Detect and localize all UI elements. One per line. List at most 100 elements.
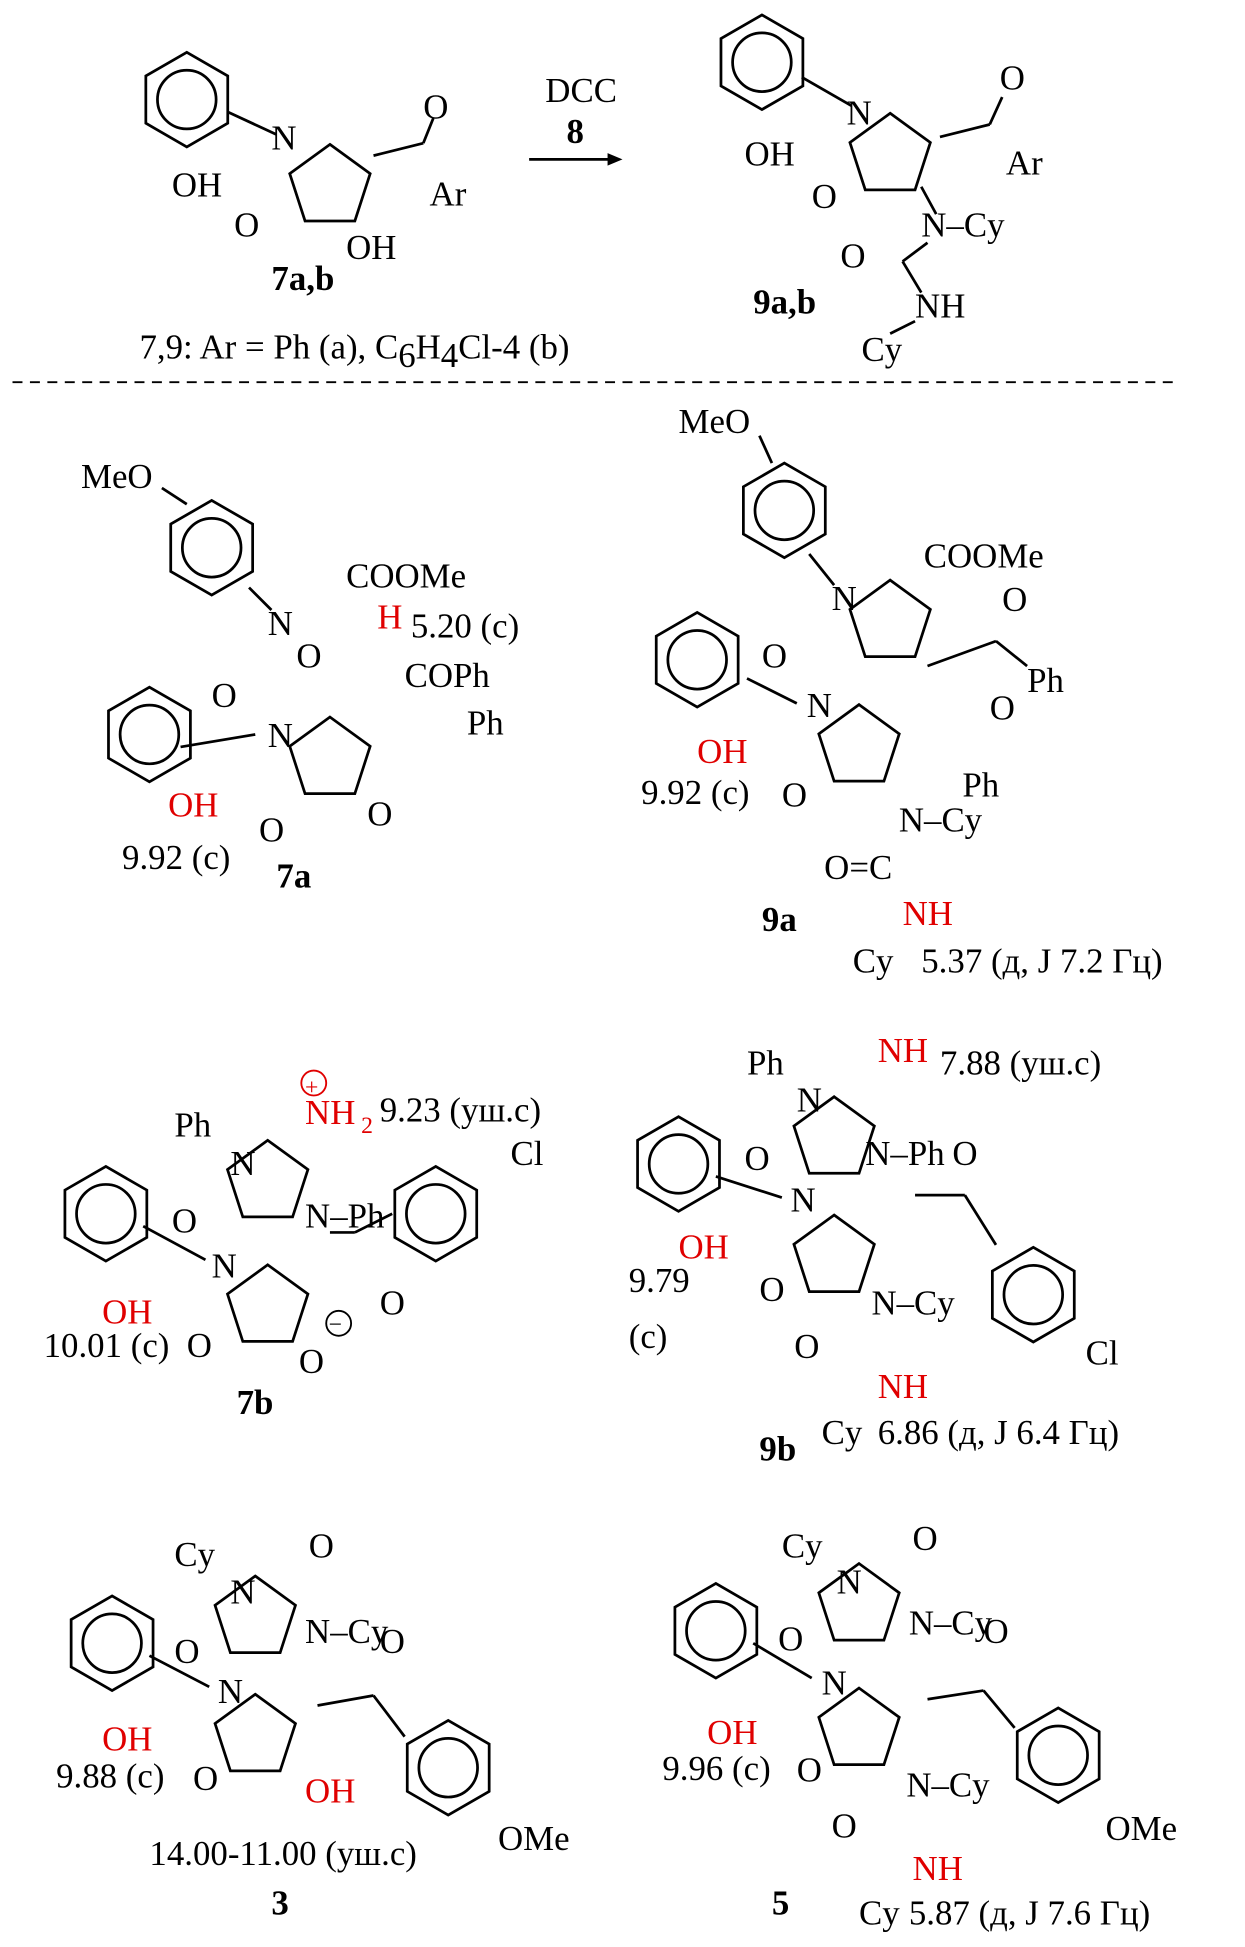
c3-compound-label: 3 [271, 1884, 288, 1923]
c7a-atom-label: N [268, 604, 293, 643]
c9a-atom-label: Ph [962, 766, 999, 805]
c7b-atom-label: O [172, 1201, 197, 1240]
c7a-atom-label: 5.20 (с) [411, 606, 519, 645]
c5-atom-label: O [832, 1806, 857, 1845]
c9a-atom-label: NH [903, 894, 953, 933]
atom-label: Cy [862, 330, 903, 369]
aromatic-ring-marker [118, 703, 181, 766]
c7b-atom-label: OH [102, 1292, 152, 1331]
atom-label: Ar [430, 174, 467, 213]
c7b-atom-label: 9.23 (уш.с) [380, 1091, 541, 1130]
aromatic-ring-marker [81, 1612, 143, 1674]
atom-label: OH [744, 135, 794, 174]
c7a-atom-label: Ph [467, 703, 504, 742]
c9a-atom-label: N–Cy [899, 801, 983, 840]
five-membered-ring [288, 715, 372, 795]
c9b-atom-label: Cl [1086, 1333, 1119, 1372]
atom-label: NH [915, 286, 965, 325]
c9a-atom-label: OH [697, 732, 747, 771]
scheme-caption: 7,9: Ar = Ph (a), C6H4Cl-4 (b) [139, 328, 569, 376]
benzene-ring [169, 498, 255, 597]
c5-atom-label: 5.87 (д, J 7.6 Гц) [909, 1894, 1150, 1933]
atom-label: O [423, 87, 448, 126]
c7b-atom-label: + [305, 1074, 318, 1100]
c9a-atom-label: O [782, 776, 807, 815]
c9a-compound-label: 9a [762, 900, 797, 939]
c9b-atom-label: NH [878, 1031, 928, 1070]
c3-atom-label: O [193, 1759, 218, 1798]
c7a-atom-label: H [377, 598, 402, 637]
c7b-atom-label: Cl [510, 1134, 543, 1173]
c3-atom-label: O [309, 1526, 334, 1565]
c7a-atom-label: COPh [405, 656, 490, 695]
c7a-atom-label: MeO [81, 457, 153, 496]
five-membered-ring [848, 578, 932, 659]
c5-atom-label: OH [707, 1713, 757, 1752]
c9a-atom-label: Cy [853, 941, 894, 980]
atom-label: O [234, 206, 259, 245]
c7b-atom-label: NH [305, 1093, 355, 1132]
benzene-ring [654, 610, 740, 709]
c9b-atom-label: OH [679, 1228, 729, 1267]
benzene-ring [63, 1164, 149, 1263]
five-membered-ring [817, 1686, 901, 1766]
c9b-compound-label: 9b [759, 1429, 796, 1468]
c3-atom-label: 9.88 (с) [56, 1757, 164, 1796]
c7b-atom-label: O [380, 1284, 405, 1323]
atom-label: N [847, 93, 872, 132]
c5-atom-label: N [822, 1663, 847, 1702]
aromatic-ring-marker [180, 517, 243, 579]
benzene-ring [405, 1718, 491, 1817]
c7a-atom-label: O [259, 811, 284, 850]
c5-atom-label: 9.96 (с) [662, 1749, 770, 1788]
five-membered-ring [792, 1095, 876, 1175]
c3-atom-label: O [380, 1622, 405, 1661]
atom-label: N [271, 118, 296, 157]
c9a-atom-label: O [762, 636, 787, 675]
atom-label: O [840, 237, 865, 276]
five-membered-ring [225, 1138, 310, 1219]
c5-atom-label: Cy [859, 1894, 900, 1933]
c9b-atom-label: O [952, 1134, 977, 1173]
atom-label: OH [346, 228, 396, 267]
five-membered-ring [817, 702, 901, 783]
compound-label: 7a,b [271, 259, 334, 298]
c7a-atom-label: 9.92 (с) [122, 838, 230, 877]
c7b-atom-label: N–Ph [305, 1196, 384, 1235]
five-membered-ring [817, 1561, 901, 1642]
reagent-number: 8 [566, 112, 583, 151]
benzene-ring [107, 685, 192, 784]
c9b-atom-label: 9.79 [629, 1261, 690, 1300]
c9b-atom-label: O [744, 1139, 769, 1178]
c9a-atom-label: N [807, 686, 832, 725]
aromatic-ring-marker [666, 629, 728, 691]
benzene-ring [69, 1594, 155, 1693]
c7b-atom-label: N [230, 1144, 255, 1183]
c3-atom-label: OMe [498, 1819, 570, 1858]
c7a-compound-label: 7a [276, 857, 311, 896]
benzene-ring [1015, 1706, 1101, 1805]
c5-atom-label: O [984, 1612, 1009, 1651]
c9a-atom-label: O [990, 689, 1015, 728]
c5-atom-label: O [778, 1620, 803, 1659]
benzene-ring [673, 1581, 759, 1680]
c7a-atom-label: O [212, 676, 237, 715]
c7a-atom-label: N [268, 716, 293, 755]
c9b-atom-label: (с) [629, 1317, 668, 1356]
c9a-atom-label: Ph [1027, 661, 1064, 700]
five-membered-ring [213, 1574, 298, 1654]
c9a-atom-label: MeO [679, 402, 751, 441]
c7b-atom-label: 2 [361, 1113, 373, 1139]
aromatic-ring-marker [731, 31, 793, 93]
aromatic-ring-marker [753, 479, 816, 542]
c3-atom-label: 14.00-11.00 (уш.с) [149, 1834, 416, 1873]
c5-atom-label: NH [913, 1849, 963, 1888]
c9b-atom-label: 7.88 (уш.с) [940, 1043, 1101, 1082]
benzene-ring [719, 13, 805, 112]
atom-label: O [1000, 59, 1025, 98]
c9b-atom-label: N [791, 1180, 816, 1219]
c7b-atom-label: − [329, 1312, 342, 1338]
aromatic-ring-marker [647, 1133, 710, 1195]
